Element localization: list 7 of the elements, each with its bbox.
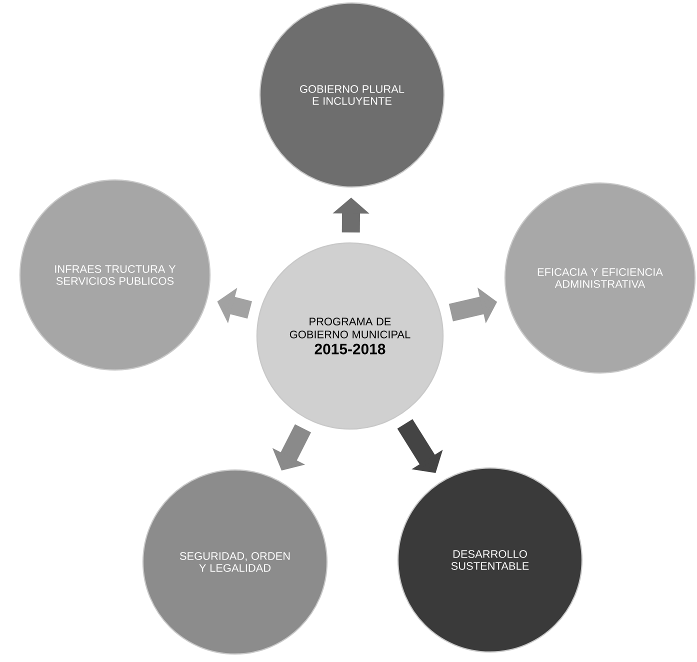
block-arrow bbox=[397, 419, 443, 473]
circle-node: GOBIERNO PLURAL E INCLUYENTE bbox=[259, 2, 445, 188]
circle-node: INFRAES TRUCTURA Y SERVICIOS PUBLICOS bbox=[19, 179, 211, 371]
circle-node: SEGURIDAD, ORDEN Y LEGALIDAD bbox=[142, 469, 328, 655]
circle-node: EFICACIA Y EFICIENCIA ADMINISTRATIVA bbox=[504, 182, 696, 374]
circle-node: DESARROLLO SUSTENTABLE bbox=[397, 467, 583, 653]
circle-node: PROGRAMA DE GOBIERNO MUNICIPAL 2015-2018 bbox=[256, 242, 444, 430]
